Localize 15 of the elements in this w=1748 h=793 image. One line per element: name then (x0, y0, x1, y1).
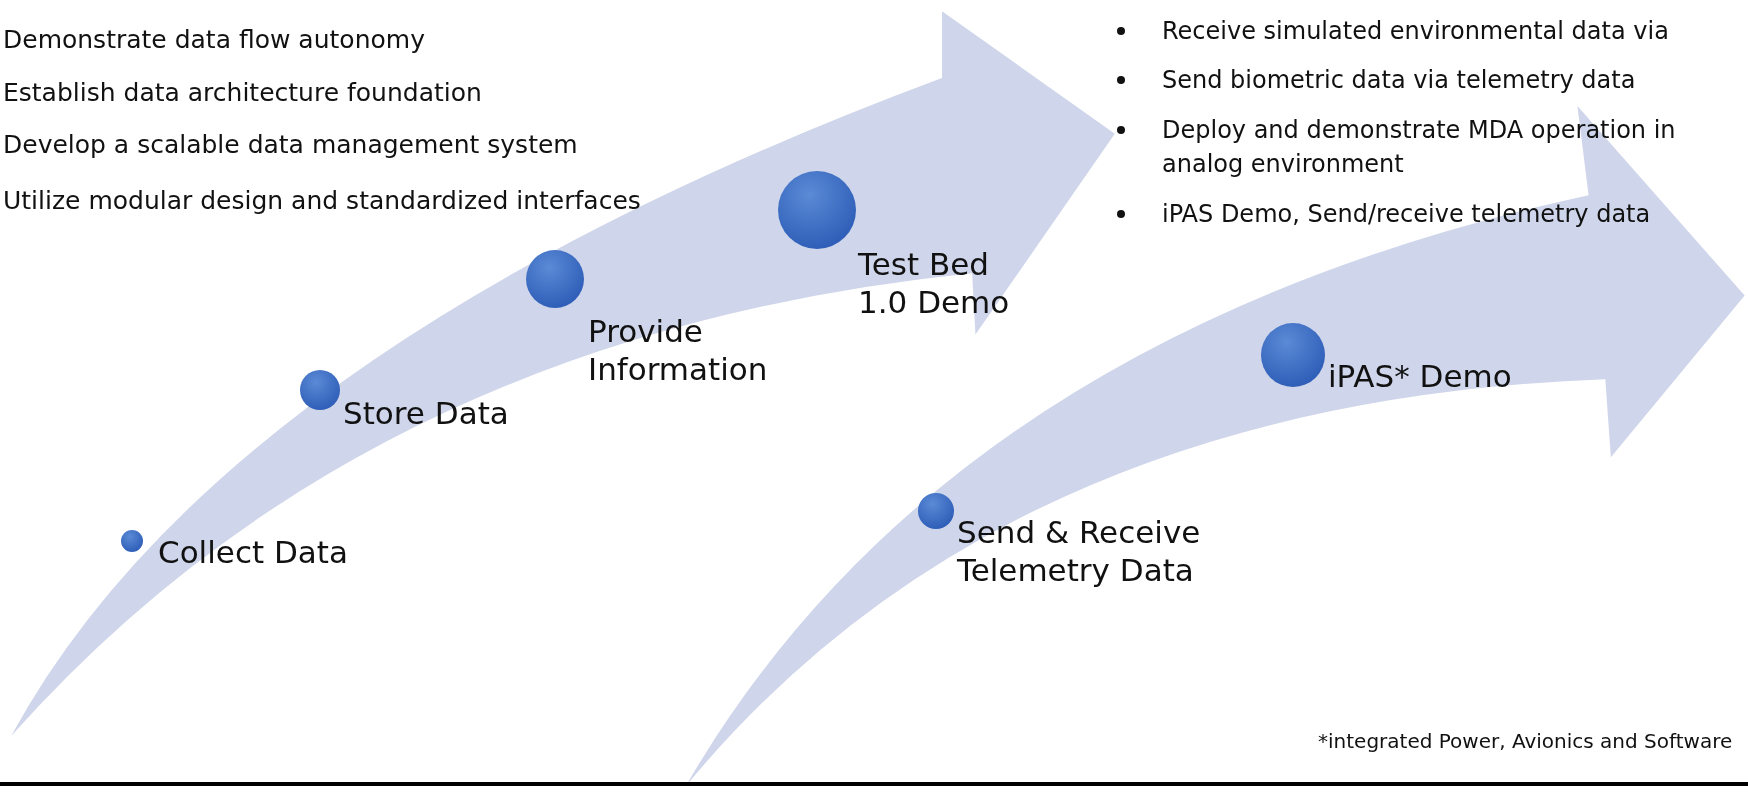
bullet-text: Receive simulated environmental data via (1162, 16, 1670, 47)
bullet-text: iPAS Demo, Send/receive telemetry data (1162, 199, 1652, 230)
footnote: *integrated Power, Avionics and Software (1318, 728, 1733, 755)
goal-text: Establish data architecture foundation (3, 77, 482, 109)
milestone-label: Send & Receive Telemetry Data (957, 513, 1202, 589)
bullet-text: Send biometric data via telemetry data (1162, 65, 1637, 96)
milestone-label: Store Data (343, 394, 510, 432)
milestone-label: iPAS* Demo (1328, 357, 1513, 395)
milestone-label: Collect Data (158, 533, 349, 571)
goal-text: Develop a scalable data management system (3, 129, 578, 161)
bullet-text: Deploy and demonstrate MDA operation in analog environment (1162, 115, 1677, 180)
goal-text: Demonstrate data flow autonomy (3, 24, 425, 56)
milestone-label: Test Bed 1.0 Demo (858, 245, 1011, 321)
milestone-label: Provide Information (588, 312, 769, 388)
goal-text: Utilize modular design and standardized interfaces (3, 185, 641, 217)
